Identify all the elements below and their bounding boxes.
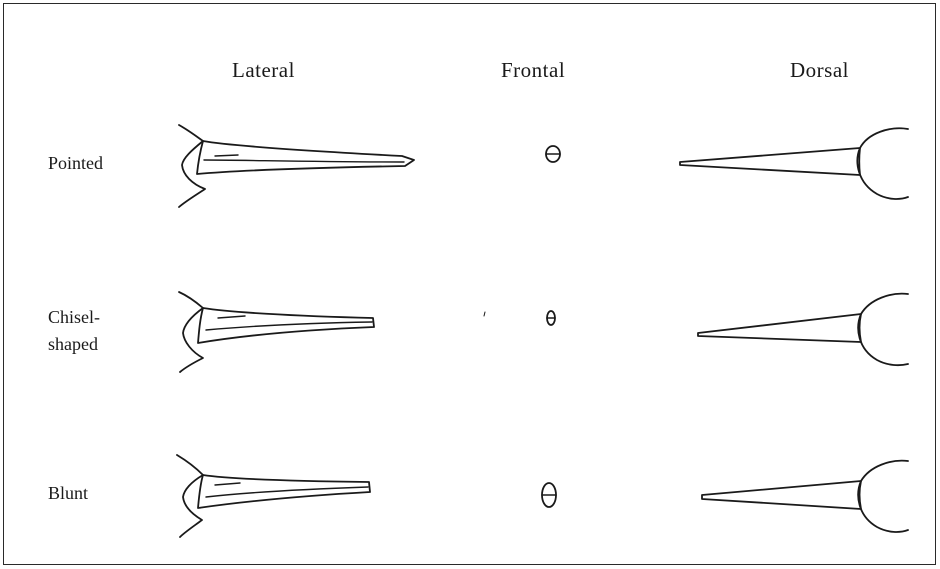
dorsal-beak-chisel-shaped <box>698 294 908 366</box>
lateral-beak-pointed <box>179 125 414 207</box>
frontal-beak-pointed <box>546 146 560 162</box>
dorsal-beak-blunt <box>702 461 908 532</box>
lateral-beak-chisel-shaped <box>179 292 374 372</box>
frontal-beak-chisel-shaped <box>547 311 555 325</box>
frontal-beak-blunt <box>542 483 556 507</box>
lateral-beak-blunt <box>177 455 370 537</box>
stray-mark <box>484 312 485 316</box>
dorsal-beak-pointed <box>680 128 908 199</box>
